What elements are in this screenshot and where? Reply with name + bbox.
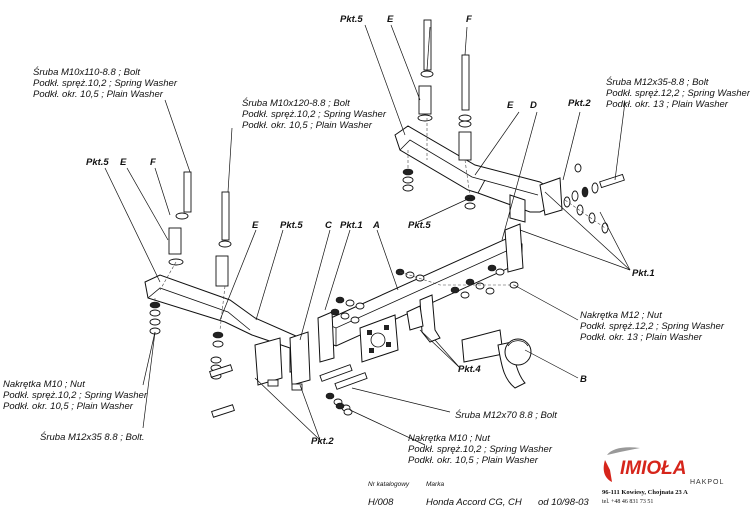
tag-pkt4: Pkt.4 [458, 364, 481, 375]
label-bolt-m10x110-l1: Śruba M10x110-8.8 ; Bolt [33, 66, 140, 78]
label-nut-m10-bottom-l3: Podkł. okr. 10,5 ; Plain Washer [408, 455, 539, 466]
label-bolt-m12x35-right-l2: Podkł. spręż.12,2 ; Spring Washer [606, 88, 750, 99]
leader-lines [104, 24, 631, 446]
company-phone: tel. +48 46 831 73 51 [602, 499, 653, 505]
logo-subtext: HAKPOL [690, 479, 724, 486]
label-bolt-m10x120-l2: Podkł. spręż.10,2 ; Spring Washer [242, 109, 387, 120]
label-bolt-m12x35-right-l1: Śruba M12x35-8.8 ; Bolt [606, 76, 709, 88]
company-address: 96-111 Kowiesy, Chojnata 23 A [602, 489, 688, 496]
footer: Nr katalogowy H/008 Marka Honda Accord C… [368, 481, 589, 508]
right-side-bracket [394, 125, 563, 223]
tag-b: B [580, 374, 587, 385]
brand-label: Marka [426, 481, 444, 488]
production-from: od 10/98-03 [538, 497, 589, 508]
label-nut-m10-left-l2: Podkł. spręż.10,2 ; Spring Washer [3, 390, 148, 401]
tag-e-mid: E [252, 220, 259, 231]
tag-pkt5-center: Pkt.5 [408, 220, 431, 231]
label-bolt-m10x110-l3: Podkł. okr. 10,5 ; Plain Washer [33, 89, 164, 100]
tag-c: C [325, 220, 332, 231]
catalog-value: H/008 [368, 497, 394, 508]
logo-text: IMIOŁA [620, 458, 687, 479]
label-nut-m10-left-l3: Podkł. okr. 10,5 ; Plain Washer [3, 401, 134, 412]
tag-pkt5-left: Pkt.5 [86, 157, 109, 168]
tag-pkt5-mid: Pkt.5 [280, 220, 303, 231]
part-labels: Śruba M10x110-8.8 ; Bolt Podkł. spręż.10… [3, 66, 750, 466]
label-nut-m12-l1: Nakrętka M12 ; Nut [580, 310, 662, 321]
left-side-bracket [144, 274, 311, 386]
catalog-label: Nr katalogowy [368, 481, 410, 488]
tag-f-left: F [150, 157, 156, 168]
imiola-logo: IMIOŁA HAKPOL [603, 447, 724, 486]
assembly-lines [154, 118, 606, 331]
label-bolt-m10x110-l2: Podkł. spręż.10,2 ; Spring Washer [33, 78, 178, 89]
label-nut-m12-l2: Podkł. spręż.12,2 ; Spring Washer [580, 321, 725, 332]
tag-e-top: E [387, 14, 394, 25]
label-nut-m10-bottom-l2: Podkł. spręż.10,2 ; Spring Washer [408, 444, 553, 455]
vehicle-model: Honda Accord CG, CH [426, 497, 522, 508]
tag-d-right: D [530, 100, 537, 111]
tag-e-left: E [120, 157, 127, 168]
tag-f-top: F [466, 14, 472, 25]
label-bolt-m10x120-l3: Podkł. okr. 10,5 ; Plain Washer [242, 120, 373, 131]
tag-pkt1-center: Pkt.1 [340, 220, 363, 231]
point-tags: Pkt.5 E F E D Pkt.2 Pkt.5 E F E Pkt.5 C … [86, 14, 655, 447]
tag-pkt2-bottom: Pkt.2 [311, 436, 334, 447]
label-bolt-m10x120-l1: Śruba M10x120-8.8 ; Bolt [242, 97, 350, 109]
main-crossbar [317, 223, 524, 363]
label-nut-m10-left-l1: Nakrętka M10 ; Nut [3, 379, 85, 390]
tag-pkt5-top: Pkt.5 [340, 14, 363, 25]
tag-a: A [372, 220, 380, 231]
company-block: IMIOŁA HAKPOL 96-111 Kowiesy, Chojnata 2… [602, 447, 724, 505]
label-nut-m10-bottom-l1: Nakrętka M10 ; Nut [408, 433, 490, 444]
tag-e-right: E [507, 100, 514, 111]
tag-pkt1-right: Pkt.1 [632, 268, 655, 279]
label-bolt-m12x35-right-l3: Podkł. okr. 13 ; Plain Washer [606, 99, 729, 110]
label-bolt-m12x70: Śruba M12x70 8.8 ; Bolt [455, 409, 557, 421]
label-nut-m12-l3: Podkł. okr. 13 ; Plain Washer [580, 332, 703, 343]
fasteners [149, 19, 625, 418]
tag-pkt2-top: Pkt.2 [568, 98, 591, 109]
label-bolt-m12x35-left: Śruba M12x35 8.8 ; Bolt. [40, 431, 145, 443]
